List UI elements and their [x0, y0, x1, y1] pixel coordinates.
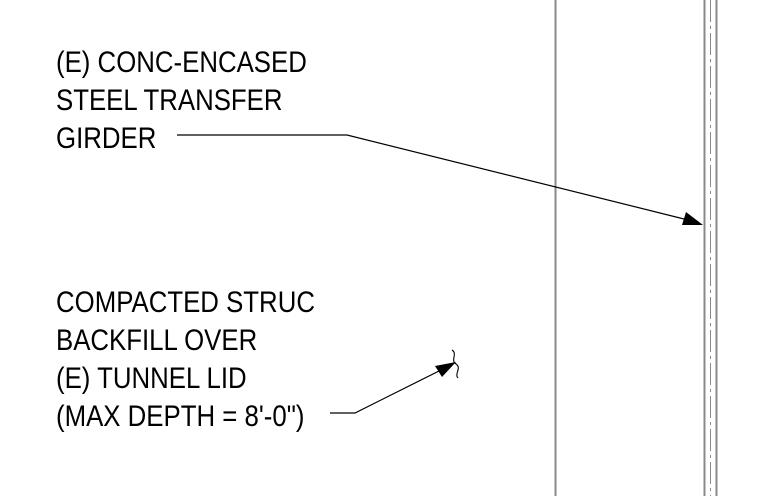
note-line: GIRDER [56, 122, 157, 155]
note-line: (MAX DEPTH = 8'-0") [56, 400, 305, 433]
note-line: (E) TUNNEL LID [56, 362, 247, 395]
backfill-callout-note: COMPACTED STRUC BACKFILL OVER (E) TUNNEL… [56, 284, 315, 436]
girder-leader-arrowhead [682, 212, 703, 225]
note-line: BACKFILL OVER [56, 324, 258, 357]
note-line: (E) CONC-ENCASED [56, 46, 307, 79]
girder-callout-note: (E) CONC-ENCASED STEEL TRANSFER GIRDER [56, 44, 307, 158]
break-mark-icon [451, 349, 459, 379]
backfill-leader-line [330, 367, 446, 414]
backfill-leader-arrowhead [435, 362, 456, 377]
note-line: COMPACTED STRUC [56, 286, 315, 319]
girder-leader-line [177, 134, 689, 221]
note-line: STEEL TRANSFER [56, 84, 283, 117]
